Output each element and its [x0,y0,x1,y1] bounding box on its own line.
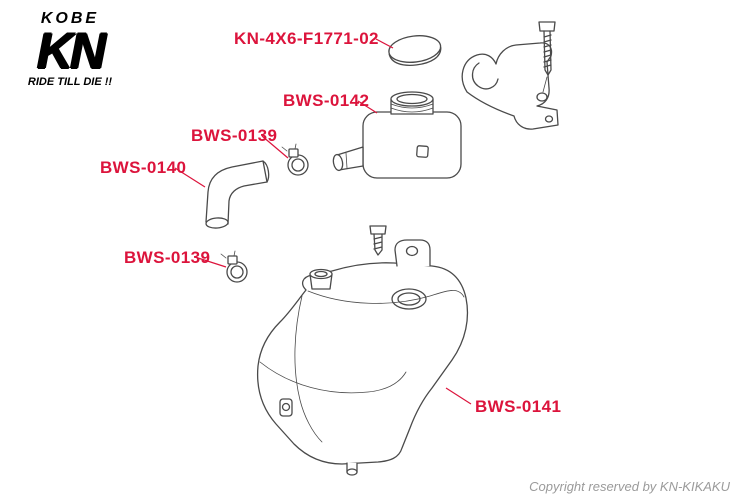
part-label-cap: KN-4X6-F1771-02 [234,29,379,48]
leader-main-tank [445,387,472,405]
elbow-hose-drawing [205,160,270,229]
part-label-clamp-upper: BWS-0139 [191,126,278,145]
bracket-drawing [461,42,559,130]
leader-lines [174,38,472,405]
leader-upper-tank [357,100,378,114]
brand-kn-text: KN [36,23,106,79]
part-label-elbow-hose: BWS-0140 [100,158,187,177]
filler-cap-drawing [388,35,442,66]
brand-slogan-text: RIDE TILL DIE !! [27,75,113,88]
leader-cap [375,38,394,49]
leader-elbow [174,167,206,188]
upper-tank-drawing [332,91,462,179]
copyright-text: Copyright reserved by KN-KIKAKU [529,479,730,494]
hose-clamp-lower-drawing [220,250,248,283]
part-label-clamp-lower: BWS-0139 [124,248,211,267]
part-label-upper-tank: BWS-0142 [283,91,370,110]
brand-logo: KOBE KN RIDE TILL DIE !! [18,10,122,88]
tank-bolt-drawing [369,225,387,256]
part-label-main-tank: BWS-0141 [475,397,562,416]
leader-clamp-lower [197,257,227,268]
brand-kobe-text: KOBE [40,10,100,27]
bracket-bolt-drawing [538,21,556,93]
leader-clamp-upper [261,135,289,159]
hose-clamp-upper-drawing [281,143,309,176]
main-tank-drawing [256,239,469,476]
